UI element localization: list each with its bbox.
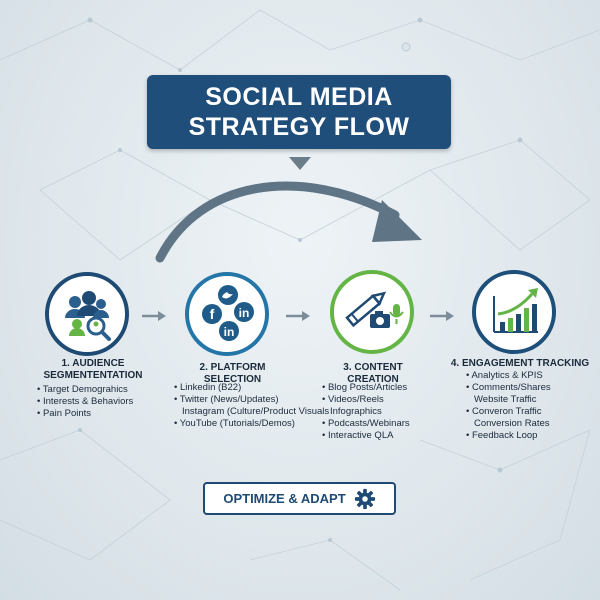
engagement-circle: [472, 270, 556, 354]
gear-icon: [354, 488, 375, 509]
list-item: Converon Traffic: [466, 406, 551, 418]
optimize-adapt-label: OPTIMIZE & ADAPT: [223, 491, 346, 506]
step-1-title: 1. AUDIENCE SEGMENTENTATION: [38, 358, 148, 382]
list-item: Twitter (News/Updates): [174, 394, 329, 406]
step-1-title-line1: 1. AUDIENCE: [61, 358, 125, 369]
step-3-list: Blog Posts/Articles Videos/Reels Infogra…: [322, 382, 410, 442]
list-item: Conversion Rates: [474, 418, 550, 429]
step-1-list: Target Demograhics Interests & Behaviors…: [37, 384, 133, 420]
title-banner: SOCIAL MEDIA STRATEGY FLOW: [147, 75, 451, 149]
optimize-adapt-button[interactable]: OPTIMIZE & ADAPT: [203, 482, 396, 515]
list-item: Podcasts/Webinars: [322, 418, 410, 430]
list-item: Infographics: [330, 406, 382, 417]
arrow-right-icon: [430, 311, 454, 321]
content-circle: [330, 270, 414, 354]
step-3-title-line1: 3. CONTENT CREATION: [343, 362, 403, 385]
step-4-list: Analytics & KPIS Comments/Shares Website…: [466, 370, 551, 442]
arrow-right-icon: [286, 311, 310, 321]
list-item: Pain Points: [37, 408, 133, 420]
list-item: Linkedin (B22): [174, 382, 329, 394]
down-caret-icon: [289, 157, 311, 170]
svg-text:f: f: [210, 306, 215, 322]
step-4-title-line1: 4. ENGAGEMENT TRACKING: [450, 358, 590, 369]
arrow-right-icon: [142, 311, 166, 321]
list-item: Comments/Shares: [466, 382, 551, 394]
content-creation-icon: [345, 291, 404, 328]
step-2-title-line1: 2. PLATFORM SELECTION: [199, 362, 266, 385]
platform-circle: f in in: [185, 272, 269, 356]
list-item: Target Demograhics: [37, 384, 133, 396]
list-item: Analytics & KPIS: [466, 370, 551, 382]
list-item: Interests & Behaviors: [37, 396, 133, 408]
step-3-title: 3. CONTENT CREATION: [318, 362, 428, 386]
list-item: Interactive QLA: [322, 430, 410, 442]
list-item: Website Traffic: [474, 394, 537, 405]
page-title: SOCIAL MEDIA STRATEGY FLOW: [188, 83, 410, 141]
growth-chart-icon: [493, 288, 538, 333]
list-item: Feedback Loop: [466, 430, 551, 442]
step-2-title: 2. PLATFORM SELECTION: [170, 362, 295, 386]
step-1-title-line2: SEGMENTENTATION: [43, 370, 143, 381]
step-2-list: Linkedin (B22) Twitter (News/Updates) In…: [174, 382, 329, 430]
list-item: Videos/Reels: [322, 394, 410, 406]
list-item: YouTube (Tutorials/Demos): [174, 418, 329, 430]
svg-text:in: in: [239, 306, 250, 320]
social-platforms-icon: f in in: [202, 285, 254, 341]
audience-search-icon: [65, 291, 111, 341]
step-4-title: 4. ENGAGEMENT TRACKING: [450, 358, 590, 370]
svg-text:in: in: [224, 325, 235, 339]
list-item: Blog Posts/Articles: [322, 382, 410, 394]
audience-circle: [45, 272, 129, 356]
list-item: Instagram (Culture/Product Visuals: [182, 406, 330, 417]
